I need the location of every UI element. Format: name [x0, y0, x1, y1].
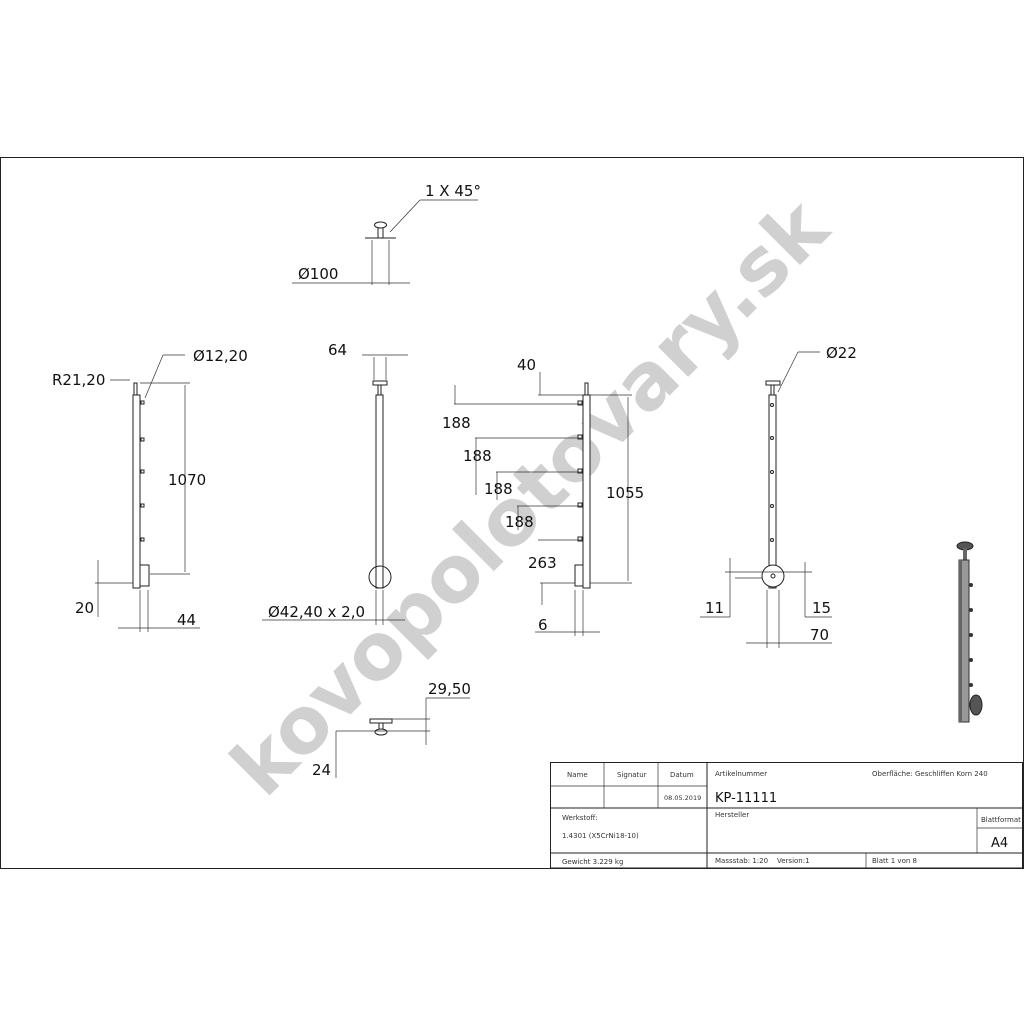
side-view-2: 64 Ø42,40 x 2,0 [262, 341, 408, 625]
dim-dia-22: Ø22 [826, 344, 857, 362]
material: 1.4301 (X5CrNi18-10) [562, 832, 639, 840]
scale: Massstab: 1:20 [715, 857, 768, 865]
date-label: Datum [670, 771, 694, 779]
dim-height-1055: 1055 [606, 484, 644, 502]
dim-width-70: 70 [810, 626, 829, 644]
side-view-3: 40 188 188 188 188 1055 263 6 [442, 356, 644, 636]
dim-spacing-188-4: 188 [505, 513, 534, 531]
dim-radius: R21,20 [52, 371, 105, 389]
dim-spacing-188-3: 188 [484, 480, 513, 498]
isometric-view [956, 541, 983, 723]
sheet-number: Blatt 1 von 8 [872, 857, 917, 865]
signature-label: Signatur [617, 771, 647, 779]
dim-offset-11: 11 [705, 599, 724, 617]
material-label: Werkstoff: [562, 814, 598, 822]
dim-offset-15: 15 [812, 599, 831, 617]
dim-spacing-188-1: 188 [442, 414, 471, 432]
title-block: Name Signatur Datum 08.05.2019 Artikelnu… [550, 762, 1023, 869]
dim-spacing-263: 263 [528, 554, 557, 572]
dim-dia-100: Ø100 [298, 265, 338, 283]
weight: Gewicht 3.229 kg [562, 858, 623, 866]
sheet-format-label: Blattformat [981, 816, 1021, 824]
date-value: 08.05.2019 [664, 794, 701, 802]
name-label: Name [567, 771, 588, 779]
dim-width-64: 64 [328, 341, 347, 359]
dim-offset-24: 24 [312, 761, 331, 779]
article-number: KP-11111 [715, 791, 777, 806]
article-label: Artikelnummer [715, 770, 767, 778]
bottom-detail-view: 29,50 24 [312, 680, 471, 779]
surface: Oberfläche: Geschliffen Korn 240 [872, 770, 988, 778]
dim-height-1070: 1070 [168, 471, 206, 489]
dim-spacing-188-2: 188 [463, 447, 492, 465]
sheet-format: A4 [991, 836, 1008, 851]
side-view-4: Ø22 11 15 70 [700, 344, 857, 648]
dim-offset-6: 6 [538, 616, 548, 634]
dim-dia-12-20: Ø12,20 [193, 347, 248, 365]
version: Version:1 [777, 857, 810, 865]
dim-width-44: 44 [177, 611, 196, 629]
dim-chamfer: 1 X 45° [425, 182, 481, 200]
manufacturer-label: Hersteller [715, 811, 749, 819]
top-detail-view: 1 X 45° Ø100 [292, 182, 481, 285]
dim-spacing-40: 40 [517, 356, 536, 374]
dim-height-29-50: 29,50 [428, 680, 471, 698]
dim-offset-20: 20 [75, 599, 94, 617]
dim-tube: Ø42,40 x 2,0 [268, 603, 365, 621]
side-view-1: R21,20 Ø12,20 1070 20 44 [52, 347, 248, 632]
